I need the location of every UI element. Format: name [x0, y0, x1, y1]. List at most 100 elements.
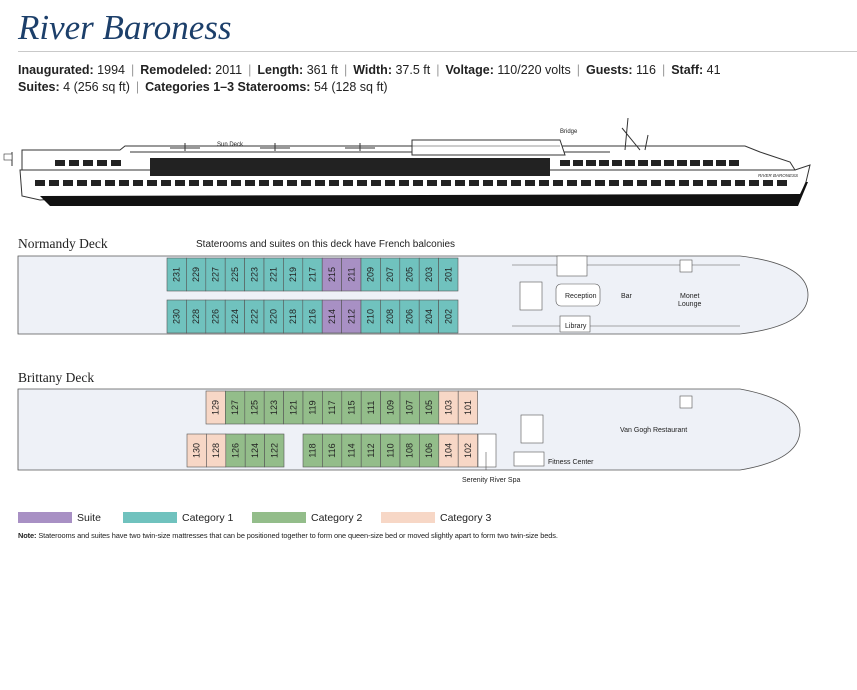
ship-window [735, 180, 745, 186]
spec-label: Width: [353, 63, 392, 77]
ship-window [560, 160, 570, 166]
legend-swatch [123, 512, 177, 523]
stateroom-number: 206 [405, 309, 415, 324]
bridge-label: Bridge [560, 129, 578, 135]
stateroom-number: 216 [308, 309, 318, 324]
ship-profile: Sun Deck Bridge RIVER BARONESS [3, 117, 811, 206]
ship-window [623, 180, 633, 186]
stateroom-number: 225 [230, 267, 240, 282]
stateroom-number: 210 [366, 309, 376, 324]
ship-window [625, 160, 635, 166]
stateroom-number: 107 [405, 400, 415, 415]
stateroom-number: 122 [269, 443, 279, 458]
ship-window [105, 180, 115, 186]
sun-deck-label: Sun Deck [217, 142, 244, 148]
stateroom-number: 215 [327, 267, 337, 282]
ship-window [259, 180, 269, 186]
ship-window [599, 160, 609, 166]
legend-swatch [252, 512, 306, 523]
ship-window [664, 160, 674, 166]
ship-window [586, 160, 596, 166]
stateroom-number: 128 [211, 443, 221, 458]
stateroom-number: 231 [172, 267, 182, 282]
spec-value: 361 ft [303, 63, 338, 77]
stateroom-201 [438, 257, 459, 292]
stateroom-number: 228 [191, 309, 201, 324]
ship-window [301, 180, 311, 186]
spec-value: 1994 [93, 63, 125, 77]
ship-window [511, 180, 521, 186]
ship-window [441, 180, 451, 186]
ship-window [217, 180, 227, 186]
stateroom-number: 104 [444, 443, 454, 458]
stateroom-number: 117 [327, 400, 337, 414]
stateroom-number: 201 [443, 267, 453, 282]
ship-window [690, 160, 700, 166]
ship-window [413, 180, 423, 186]
ship-window [677, 160, 687, 166]
stateroom-number: 108 [405, 443, 415, 458]
ship-window [595, 180, 605, 186]
stateroom-number: 222 [249, 309, 259, 324]
stateroom-number: 204 [424, 309, 434, 324]
spec-separator: | [248, 63, 252, 77]
ship-window [49, 180, 59, 186]
spec-label: Guests: [586, 63, 633, 77]
stateroom-number: 127 [230, 400, 240, 415]
ship-window [175, 180, 185, 186]
ship-window [371, 180, 381, 186]
stateroom-number: 115 [347, 400, 357, 414]
ship-window [609, 180, 619, 186]
ship-window [651, 160, 661, 166]
title-divider [18, 51, 857, 52]
ship-window [637, 180, 647, 186]
ship-window [665, 180, 675, 186]
ship-window [69, 160, 79, 166]
ship-window [147, 180, 157, 186]
stateroom-number: 125 [250, 400, 260, 415]
ship-window [273, 180, 283, 186]
ship-window [693, 180, 703, 186]
ship-window [35, 180, 45, 186]
spec-separator: | [343, 63, 348, 77]
ship-window [497, 180, 507, 186]
stateroom-number: 124 [250, 443, 260, 458]
reception-label: Reception [565, 293, 597, 300]
spec-value: 116 [632, 63, 656, 77]
spec-label: Length: [257, 63, 304, 77]
stateroom-number: 214 [327, 309, 337, 324]
fitness-label: Fitness Center [548, 459, 594, 466]
ship-name-label: RIVER BARONESS [758, 173, 798, 178]
spec-label: Categories 1–3 Staterooms: [145, 80, 311, 94]
spec-separator: | [661, 63, 666, 77]
stateroom-number: 116 [327, 443, 337, 457]
specs-line-2: Suites: 4 (256 sq ft)|Categories 1–3 Sta… [18, 80, 388, 94]
ship-window [721, 180, 731, 186]
spec-separator: | [576, 63, 581, 77]
lounge-label-line2: Lounge [678, 301, 701, 308]
stateroom-number: 230 [172, 309, 182, 324]
balcony-note: Staterooms and suites on this deck have … [196, 239, 456, 250]
stateroom-number: 221 [269, 267, 279, 282]
spec-value: 2011 [211, 63, 243, 77]
spec-separator: | [130, 63, 135, 77]
stateroom-number: 110 [385, 443, 395, 457]
ship-window [716, 160, 726, 166]
stateroom-number: 106 [424, 443, 434, 458]
spec-value: 4 (256 sq ft) [59, 80, 130, 94]
ship-window [573, 160, 583, 166]
stairs-icon [520, 414, 544, 444]
ship-window [91, 180, 101, 186]
stateroom-number: 119 [308, 400, 318, 414]
ship-window [315, 180, 325, 186]
legend-swatch [18, 512, 72, 523]
ship-window [343, 180, 353, 186]
normandy-deck-title: Normandy Deck [18, 236, 108, 251]
ship-window [83, 160, 93, 166]
ship-window [638, 160, 648, 166]
stateroom-number: 217 [308, 267, 318, 282]
legend-label: Suite [77, 512, 101, 524]
legend-label: Category 3 [440, 512, 492, 524]
spa-label: Serenity River Spa [462, 477, 520, 484]
